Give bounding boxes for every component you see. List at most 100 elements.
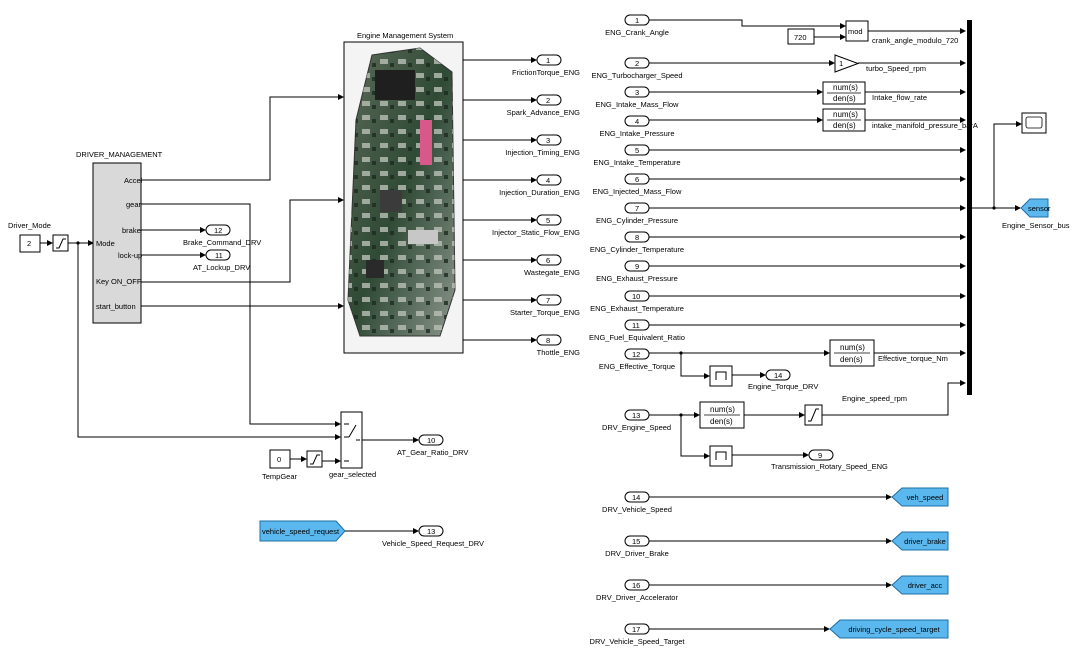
dm-output-accel: Accel (124, 176, 143, 185)
tf-speed-num: num(s) (710, 405, 735, 414)
bus-creator-bar[interactable] (967, 20, 972, 395)
goto-tag-driver-acc[interactable] (891, 575, 949, 595)
tf-intake-num: num(s) (833, 83, 858, 92)
drv-inport-label-17: DRV_Vehicle_Speed_Target (590, 637, 686, 646)
sensor-inport-12[interactable] (624, 348, 650, 360)
wire-mode-to-switch (77, 243, 341, 440)
sensor-inport-label-3: ENG_Intake_Mass_Flow (596, 100, 680, 109)
ems-outport-label-8: Thottle_ENG (537, 348, 581, 357)
sensor-inport-num-10: 10 (632, 292, 640, 301)
wire-key-to-ems (141, 197, 344, 283)
sensor-inport-label-9: ENG_Exhaust_Pressure (596, 274, 678, 283)
drv-inport-num-17: 17 (632, 625, 640, 634)
goto-tag-driver-brake[interactable] (891, 531, 949, 551)
sensor-inport-label-4: ENG_Intake_Pressure (599, 129, 674, 138)
outport-trans-speed[interactable] (808, 449, 834, 461)
goto-sensor-tag[interactable] (1020, 198, 1049, 218)
sensor-inport-num-4: 4 (635, 117, 639, 126)
ems-outport-7[interactable] (536, 294, 562, 306)
driver-management-subsystem[interactable] (92, 162, 142, 324)
tf-intake-den: den(s) (833, 94, 856, 103)
sensor-inport-num-12: 12 (632, 350, 640, 359)
outport-at-lockup[interactable] (205, 249, 231, 261)
drv-inports-group: 14DRV_Vehicle_Speedveh_speed15DRV_Driver… (590, 487, 949, 646)
sensor-inport-label-7: ENG_Cylinder_Pressure (596, 216, 678, 225)
ems-outport-2[interactable] (536, 94, 562, 106)
memory-icon (715, 371, 727, 380)
tf-torque-num: num(s) (840, 343, 865, 352)
driver-mode-value: 2 (27, 239, 31, 248)
saturation-icon-3 (808, 408, 819, 422)
tf-engine-speed-block[interactable]: num(s) den(s) (699, 401, 745, 429)
ecu-image (347, 47, 456, 337)
dm-output-lockup: lock-up (118, 251, 142, 260)
signal-manifold: intake_manifold_pressure_barA (872, 121, 978, 130)
sensor-inports-group: 1ENG_Crank_Angle2ENG_Turbocharger_Speed3… (589, 14, 966, 371)
mode-saturation-block[interactable] (52, 234, 69, 252)
saturation-icon (56, 238, 66, 249)
sensor-inport-4[interactable] (624, 115, 650, 127)
ems-outport-label-3: Injection_Timing_ENG (505, 148, 580, 157)
sensor-inport-label-2: ENG_Turbocharger_Speed (591, 71, 682, 80)
ems-outport-num-3: 3 (546, 136, 550, 145)
outport-at-gear-ratio[interactable] (418, 434, 444, 446)
inport-drv-engine-speed-num: 13 (632, 411, 640, 420)
tempgear-value: 0 (277, 455, 281, 464)
ems-outport-3[interactable] (536, 134, 562, 146)
sensor-inport-label-12: ENG_Effective_Torque (599, 362, 675, 371)
memory-block-torque[interactable] (709, 365, 733, 387)
saturation-icon-2 (310, 454, 320, 465)
tempgear-saturation-block[interactable] (306, 450, 323, 468)
switch-label: gear_selected (329, 470, 376, 479)
ems-outports-group: 1FrictionTorque_ENG2Spark_Advance_ENG3In… (463, 54, 581, 357)
sensor-inport-label-8: ENG_Cylinder_Temperature (590, 245, 684, 254)
goto-sensor-text: sensor (1028, 204, 1051, 213)
ems-outport-6[interactable] (536, 254, 562, 266)
outport-engine-torque-label: Engine_Torque_DRV (748, 382, 818, 391)
goto-tag-veh-speed[interactable] (891, 487, 949, 507)
constant-720-value: 720 (794, 33, 807, 42)
signal-engine-speed: Engine_speed_rpm (842, 394, 907, 403)
wire-sensor-in-1 (649, 19, 846, 29)
tf-torque-den: den(s) (840, 355, 863, 364)
signal-crank-mod: crank_angle_modulo_720 (872, 36, 958, 45)
gain-block[interactable] (834, 54, 860, 73)
ems-title: Engine Management System (357, 31, 453, 40)
outport-vehicle-speed-request[interactable] (418, 525, 444, 537)
ems-outport-label-5: Injector_Static_Flow_ENG (492, 228, 580, 237)
tf-effective-torque-block[interactable]: num(s) den(s) (829, 339, 875, 367)
sensor-inport-label-1: ENG_Crank_Angle (605, 28, 669, 37)
ems-outport-1[interactable] (536, 54, 562, 66)
outport-gear-ratio-num: 10 (427, 436, 435, 445)
sensor-inport-label-6: ENG_Injected_Mass_Flow (593, 187, 682, 196)
dm-input-mode: Mode (96, 239, 115, 248)
driver-management-title: DRIVER_MANAGEMENT (76, 150, 163, 159)
ems-outport-num-1: 1 (546, 56, 550, 65)
scope-icon (1025, 116, 1043, 129)
signal-intake-flow: Intake_flow_rate (872, 93, 927, 102)
ems-outport-num-5: 5 (546, 216, 550, 225)
from-vehicle-speed-request[interactable] (259, 520, 346, 542)
goto-text-16: driver_acc (908, 581, 943, 590)
sensor-inport-num-11: 11 (632, 321, 640, 330)
sensor-inport-label-10: ENG_Exhaust_Temperature (590, 304, 684, 313)
outport-engine-torque-num: 14 (774, 371, 782, 380)
ems-outport-5[interactable] (536, 214, 562, 226)
wire-speed-to-bus (822, 380, 966, 416)
memory-block-speed[interactable] (709, 445, 733, 467)
ems-outport-8[interactable] (536, 334, 562, 346)
tf-intake-flow-block[interactable]: num(s) den(s) (822, 81, 866, 105)
drv-inport-label-15: DRV_Driver_Brake (605, 549, 669, 558)
driver-mode-label: Driver_Mode (8, 221, 51, 230)
tempgear-label: TempGear (262, 472, 298, 481)
sensor-inport-num-5: 5 (635, 146, 639, 155)
outport-brake-command[interactable] (205, 224, 231, 236)
ems-outport-num-6: 6 (546, 256, 550, 265)
outport-trans-speed-label: Transmission_Rotary_Speed_ENG (771, 462, 888, 471)
tf-manifold-pressure-block[interactable]: num(s) den(s) (822, 108, 866, 132)
ems-outport-4[interactable] (536, 174, 562, 186)
ems-outport-label-1: FrictionTorque_ENG (512, 68, 580, 77)
goto-tag-driving-cycle-speed-target[interactable] (829, 619, 949, 639)
ems-outport-num-8: 8 (546, 336, 550, 345)
outport-engine-torque[interactable] (765, 369, 791, 381)
